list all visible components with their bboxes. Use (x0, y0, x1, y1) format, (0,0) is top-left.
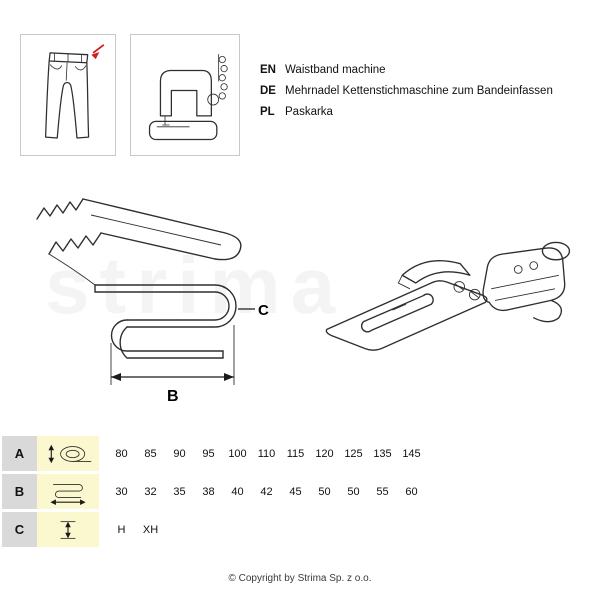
value-cell: 115 (286, 447, 305, 460)
title-block: EN Waistband machine DE Mehrnadel Ketten… (260, 64, 553, 127)
value-cell: 50 (347, 485, 360, 498)
value-cell: H (117, 523, 126, 536)
title-text-en: Waistband machine (285, 64, 386, 76)
value-cell: 45 (289, 485, 302, 498)
title-en: EN Waistband machine (260, 64, 553, 77)
value-cell: 125 (344, 447, 363, 460)
value-cell: 38 (202, 485, 215, 498)
value-cell: 55 (376, 485, 389, 498)
machine-image-box (130, 34, 240, 156)
title-text-de: Mehrnadel Kettenstichmaschine zum Bandei… (285, 85, 553, 97)
table-row-a: A 80 85 90 95 100 110 115 120 (2, 436, 598, 471)
value-cell: 100 (228, 447, 247, 460)
jeans-illustration (44, 44, 105, 139)
row-letter: C (2, 512, 37, 547)
jeans-image-box (20, 34, 116, 156)
table-row-b: B 30 32 35 38 40 42 45 50 50 55 (2, 474, 598, 509)
value-cell: 110 (257, 447, 276, 460)
value-cell: 135 (373, 447, 392, 460)
binding-cross-section-diagram: C B (25, 175, 275, 410)
title-text-pl: Paskarka (285, 106, 333, 118)
dimension-label-b: B (167, 388, 179, 405)
value-cell: 40 (231, 485, 244, 498)
row-b-values: 30 32 35 38 40 42 45 50 50 55 60 (107, 486, 426, 498)
value-cell: 145 (402, 447, 421, 460)
value-cell: 95 (202, 447, 215, 460)
value-cell: 42 (260, 485, 273, 498)
value-cell: 85 (144, 447, 157, 460)
row-letter: B (2, 474, 37, 509)
value-cell: 50 (318, 485, 331, 498)
binder-attachment-diagram (315, 225, 590, 370)
lang-code-de: DE (260, 85, 276, 97)
row-c-values: H XH (107, 524, 165, 536)
value-cell: 60 (405, 485, 418, 498)
row-letter: A (2, 436, 37, 471)
value-cell: 30 (115, 485, 128, 498)
fold-height-icon (37, 512, 99, 547)
value-cell: 35 (173, 485, 186, 498)
copyright-text: © Copyright by Strima Sp. z o.o. (228, 573, 372, 584)
title-pl: PL Paskarka (260, 106, 553, 119)
value-cell: 80 (115, 447, 128, 460)
red-arrow-icon (91, 44, 105, 60)
title-de: DE Mehrnadel Kettenstichmaschine zum Ban… (260, 85, 553, 98)
lang-code-en: EN (260, 64, 276, 76)
value-cell: XH (142, 523, 159, 536)
table-row-c: C H XH (2, 512, 598, 547)
size-table: A 80 85 90 95 100 110 115 120 (2, 436, 598, 550)
value-cell: 120 (315, 447, 334, 460)
value-cell: 32 (144, 485, 157, 498)
binding-width-icon (37, 474, 99, 509)
sewing-machine-illustration (148, 54, 228, 141)
value-cell: 90 (173, 447, 186, 460)
lang-code-pl: PL (260, 106, 275, 118)
row-a-values: 80 85 90 95 100 110 115 120 125 135 145 (107, 448, 426, 460)
tape-roll-icon (37, 436, 99, 471)
dimension-label-c: C (258, 302, 269, 319)
